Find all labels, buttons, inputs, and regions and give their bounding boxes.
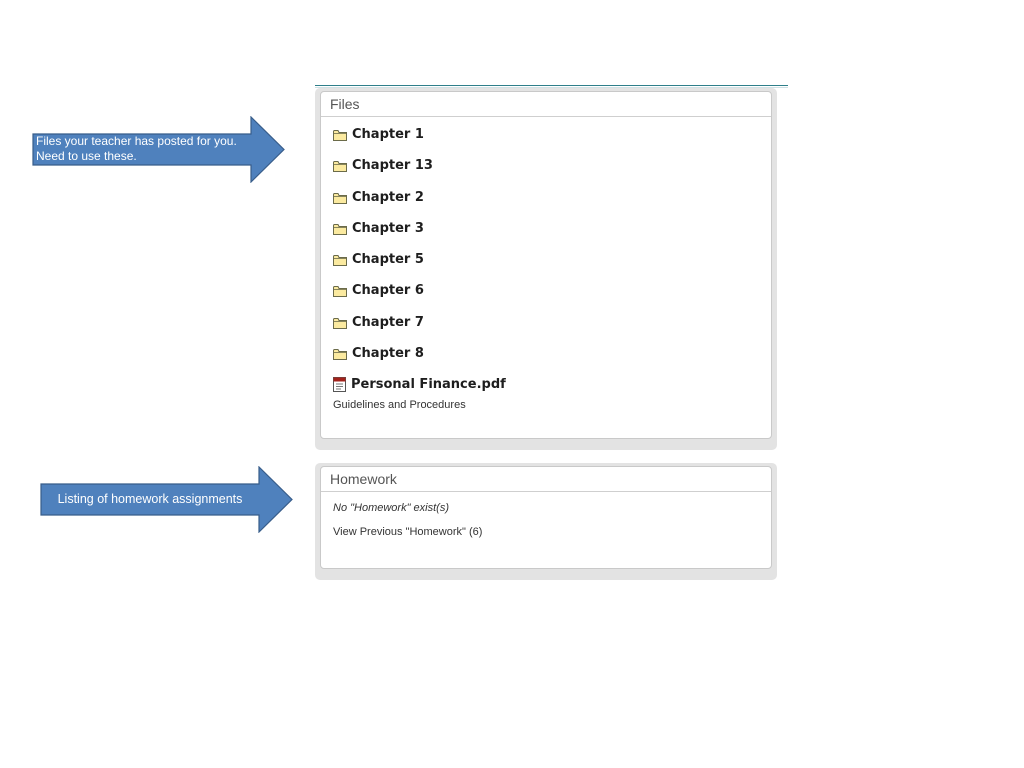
folder-name-link[interactable]: Chapter 1 xyxy=(352,127,424,142)
pdf-file-row: Personal Finance.pdf xyxy=(333,377,771,393)
homework-panel-body: No "Homework" exist(s) View Previous "Ho… xyxy=(321,492,771,540)
folder-item[interactable]: Chapter 2 xyxy=(333,188,771,219)
folder-item[interactable]: Chapter 6 xyxy=(333,281,771,312)
folder-icon xyxy=(333,127,347,141)
files-callout-text: Files your teacher has posted for you. N… xyxy=(36,134,266,164)
folder-item[interactable]: Chapter 7 xyxy=(333,313,771,344)
folder-name-link[interactable]: Chapter 8 xyxy=(352,346,424,362)
folder-name-link[interactable]: Chapter 2 xyxy=(352,189,424,205)
folder-icon xyxy=(333,158,347,173)
folder-icon xyxy=(333,221,347,235)
folder-item[interactable]: Chapter 3 xyxy=(333,219,771,250)
files-callout-line1: Files your teacher has posted for you. xyxy=(36,134,237,148)
homework-empty-message: No "Homework" exist(s) xyxy=(333,502,449,514)
folder-item[interactable]: Chapter 13 xyxy=(333,156,771,187)
pdf-icon xyxy=(333,377,346,393)
homework-panel: Homework No "Homework" exist(s) View Pre… xyxy=(320,466,772,569)
folder-item[interactable]: Chapter 5 xyxy=(333,250,771,281)
pdf-file-name-link[interactable]: Personal Finance.pdf xyxy=(351,377,506,393)
file-list: Chapter 1 Chapter 13 Chapter 2 Chapter 3 Cha… xyxy=(321,117,771,415)
folder-item[interactable]: Chapter 8 xyxy=(333,344,771,375)
folder-item[interactable]: Chapter 1 xyxy=(333,125,771,156)
homework-callout-arrow: Listing of homework assignments xyxy=(40,466,294,533)
folder-icon xyxy=(333,315,347,329)
folder-name-link[interactable]: Chapter 5 xyxy=(352,252,424,268)
files-panel-title: Files xyxy=(321,92,771,117)
folder-icon xyxy=(333,252,347,267)
folder-name-link[interactable]: Chapter 3 xyxy=(352,220,424,236)
folder-name-link[interactable]: Chapter 13 xyxy=(352,158,433,174)
files-callout-line2: Need to use these. xyxy=(36,149,137,163)
folder-icon xyxy=(333,346,347,361)
folder-name-link[interactable]: Chapter 7 xyxy=(352,314,424,330)
top-divider xyxy=(315,85,788,89)
pdf-file-description: Guidelines and Procedures xyxy=(333,399,466,412)
folder-icon xyxy=(333,190,347,204)
folder-icon xyxy=(333,283,347,298)
homework-panel-frame: Homework No "Homework" exist(s) View Pre… xyxy=(315,463,777,580)
homework-panel-title: Homework xyxy=(321,467,771,492)
files-callout-arrow: Files your teacher has posted for you. N… xyxy=(32,116,286,183)
homework-callout-text: Listing of homework assignments xyxy=(57,492,243,506)
folder-name-link[interactable]: Chapter 6 xyxy=(352,283,424,299)
view-previous-homework-link[interactable]: View Previous "Homework" (6) xyxy=(333,526,483,538)
